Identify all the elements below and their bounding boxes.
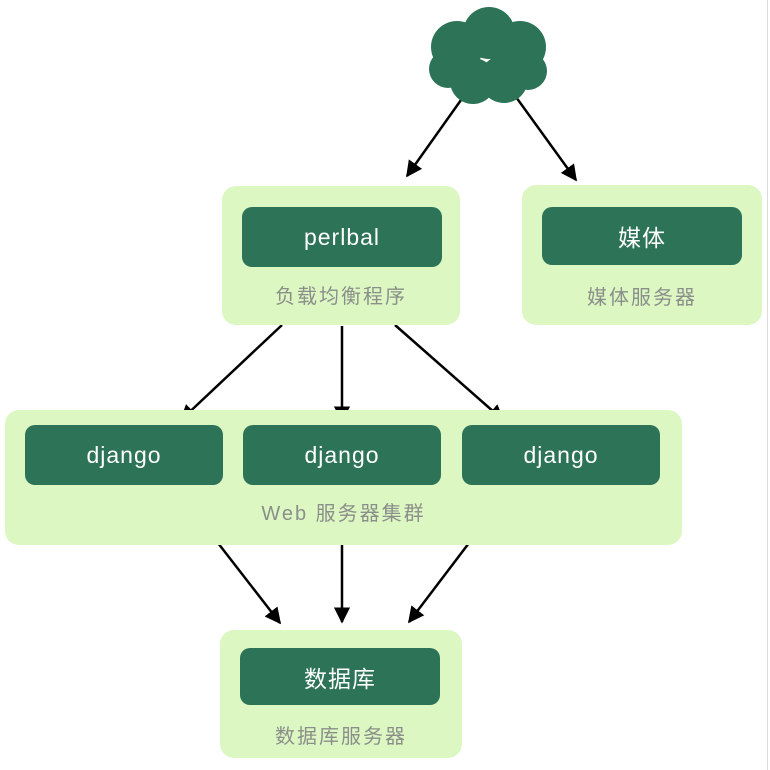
node-perlbal: perlbal	[242, 207, 442, 267]
node-django-2: django	[243, 425, 441, 485]
group-web-cluster: django django django Web 服务器集群	[5, 410, 682, 545]
arrow-loadbalancer-to-django1	[179, 324, 283, 422]
node-django-3-label: django	[523, 441, 599, 468]
arrow-cloud-to-media	[514, 96, 578, 182]
node-database-label: 数据库	[304, 665, 376, 692]
database-server-caption: 数据库服务器	[275, 726, 407, 748]
node-media-label: 媒体	[618, 225, 666, 251]
node-django-1-label: django	[86, 441, 162, 468]
node-media: 媒体	[542, 207, 742, 265]
arrow-cloud-to-loadbalancer	[405, 99, 463, 178]
node-django-2-label: django	[304, 441, 380, 468]
node-perlbal-label: perlbal	[303, 223, 381, 250]
node-database: 数据库	[240, 648, 440, 705]
page-edge-divider	[767, 0, 768, 770]
arrow-loadbalancer-to-django3	[394, 324, 505, 422]
internet-cloud-icon	[429, 7, 547, 104]
group-media-server: 媒体 媒体服务器	[522, 185, 762, 325]
node-django-1: django	[25, 425, 223, 485]
node-django-3: django	[462, 425, 660, 485]
group-load-balancer: perlbal 负载均衡程序	[222, 186, 460, 325]
web-cluster-caption: Web 服务器集群	[261, 503, 426, 525]
media-server-caption: 媒体服务器	[587, 287, 697, 309]
group-database-server: 数据库 数据库服务器	[220, 630, 462, 758]
load-balancer-caption: 负载均衡程序	[275, 286, 407, 308]
